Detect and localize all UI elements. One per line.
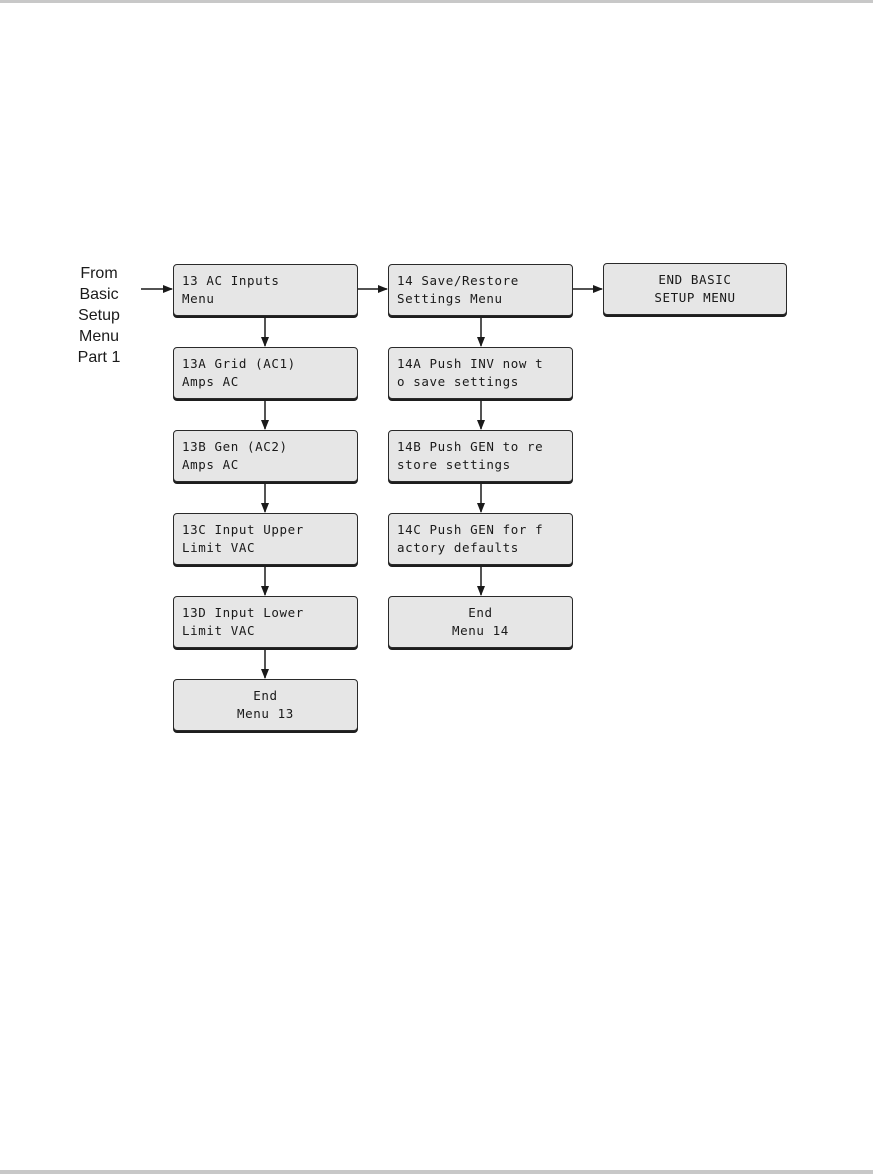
menu13-header-screen: 13 AC Inputs Menu: [173, 264, 358, 316]
menu14c-screen: 14C Push GEN for f actory defaults: [388, 513, 573, 565]
menu14a-screen: 14A Push INV now t o save settings: [388, 347, 573, 399]
lcd-line-2: Menu: [182, 291, 215, 306]
entry-label-line: Setup: [78, 307, 120, 324]
lcd-line-2: Amps AC: [182, 457, 239, 472]
menu13c-screen: 13C Input Upper Limit VAC: [173, 513, 358, 565]
lcd-line-2: SETUP MENU: [654, 290, 736, 305]
entry-label-line: Basic: [79, 286, 119, 303]
menu13b-screen: 13B Gen (AC2) Amps AC: [173, 430, 358, 482]
entry-label-line: From: [80, 265, 118, 282]
lcd-line-2: actory defaults: [397, 540, 519, 555]
lcd-line-1: 13A Grid (AC1): [182, 356, 296, 371]
menu14-end-screen: End Menu 14: [388, 596, 573, 648]
lcd-line-1: 14B Push GEN to re: [397, 439, 544, 454]
lcd-line-1: END BASIC: [658, 272, 732, 287]
end-basic-setup-screen: END BASIC SETUP MENU: [603, 263, 787, 315]
lcd-line-2: o save settings: [397, 374, 519, 389]
menu14b-screen: 14B Push GEN to re store settings: [388, 430, 573, 482]
lcd-line-1: 13C Input Upper: [182, 522, 304, 537]
lcd-line-2: store settings: [397, 457, 511, 472]
lcd-line-1: 13 AC Inputs: [182, 273, 280, 288]
menu13-end-screen: End Menu 13: [173, 679, 358, 731]
lcd-line-1: 14C Push GEN for f: [397, 522, 544, 537]
lcd-line-1: 14A Push INV now t: [397, 356, 544, 371]
entry-label-line: Menu: [78, 328, 120, 345]
lcd-line-1: 13B Gen (AC2): [182, 439, 288, 454]
menu13a-screen: 13A Grid (AC1) Amps AC: [173, 347, 358, 399]
entry-label-line: Part 1: [77, 349, 121, 366]
lcd-line-2: Settings Menu: [397, 291, 503, 306]
lcd-line-2: Menu 13: [237, 706, 294, 721]
lcd-line-1: End: [468, 605, 493, 620]
menu13d-screen: 13D Input Lower Limit VAC: [173, 596, 358, 648]
lcd-line-1: 14 Save/Restore: [397, 273, 519, 288]
lcd-line-2: Menu 14: [452, 623, 509, 638]
entry-label: From Basic Setup Menu Part 1: [62, 263, 136, 368]
lcd-line-2: Limit VAC: [182, 540, 256, 555]
top-rule: [0, 0, 873, 3]
lcd-line-2: Amps AC: [182, 374, 239, 389]
bottom-rule: [0, 1170, 873, 1174]
lcd-line-1: 13D Input Lower: [182, 605, 304, 620]
menu14-header-screen: 14 Save/Restore Settings Menu: [388, 264, 573, 316]
lcd-line-1: End: [253, 688, 278, 703]
lcd-line-2: Limit VAC: [182, 623, 256, 638]
